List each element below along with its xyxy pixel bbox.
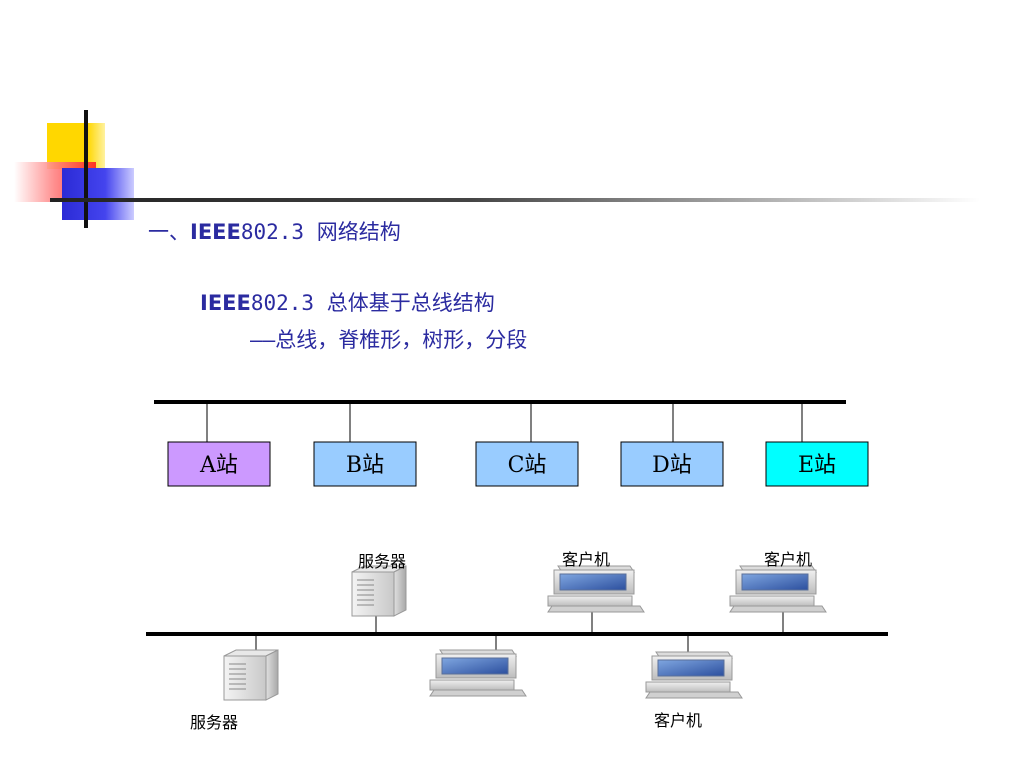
station-b-label: B站: [346, 453, 384, 478]
subtitle-rest: 802.3 总体基于总线结构: [250, 291, 495, 315]
decor-blue-square: [62, 168, 134, 220]
client-top-1-label: 客户机: [562, 550, 610, 569]
topology-list: ——总线，脊椎形，树形，分段: [250, 328, 528, 352]
workstation-icon: [429, 649, 527, 697]
title-ieee: IEEE: [190, 220, 241, 244]
server-top-label: 服务器: [358, 552, 406, 571]
station-d-box: [620, 441, 724, 487]
workstation-icon: [645, 651, 743, 699]
station-c-box: [475, 441, 579, 487]
client-bottom-label: 客户机: [654, 711, 702, 730]
station-d-label: D站: [652, 453, 692, 478]
subtitle-ieee: IEEE: [200, 291, 251, 315]
page-title: 一、IEEE802.3 网络结构: [148, 216, 401, 246]
title-rest: 802.3 网络结构: [240, 220, 401, 244]
decor-title-rule: [50, 198, 980, 202]
client-top-2-label: 客户机: [764, 550, 812, 569]
server-icon: [351, 565, 407, 617]
station-c-label: C站: [508, 453, 547, 478]
station-e-label: E站: [798, 453, 836, 478]
station-a-label: A站: [199, 453, 238, 478]
station-e-box: [765, 441, 869, 487]
decor-yellow-square: [47, 123, 105, 169]
server-icon: [223, 649, 279, 701]
station-a-box: [167, 441, 271, 487]
top-bus-line: [154, 400, 846, 404]
station-b-box: [313, 441, 417, 487]
server-bottom-label: 服务器: [190, 713, 238, 732]
decor-vertical-line: [84, 110, 88, 228]
title-prefix: 一、: [148, 220, 190, 244]
subtitle: IEEE802.3 总体基于总线结构: [200, 287, 495, 317]
workstation-icon: [547, 565, 645, 613]
bottom-bus-line: [146, 632, 888, 636]
workstation-icon: [729, 565, 827, 613]
